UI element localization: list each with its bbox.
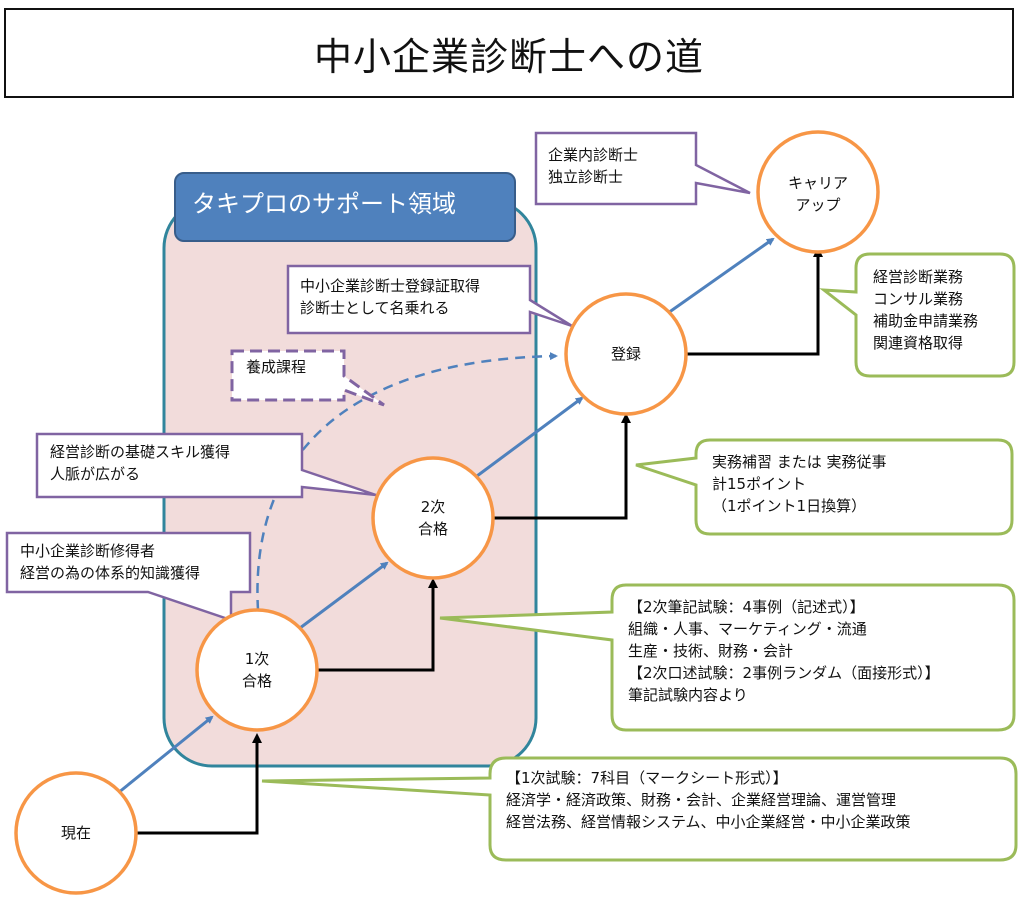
callout-line: 【2次口述試験：2事例ランダム（面接形式）】 (628, 664, 940, 682)
callout-practice (635, 438, 1014, 536)
callout-line: （1ポイント1日換算） (712, 497, 867, 515)
callout-line: 【1次試験：7科目（マークシート形式）】 (506, 769, 788, 787)
callout-line: 筆記試験内容より (628, 686, 748, 704)
page-title: 中小企業診断士への道 (313, 34, 704, 79)
node-label-line: 1次 (244, 650, 270, 668)
callout-training-course-text: 養成課程 (246, 356, 306, 378)
callout-line: 独立診断士 (548, 168, 624, 186)
arrow-registration-to-career (667, 237, 775, 315)
arrow-second-to-registration (476, 396, 584, 478)
callout-registration-info (286, 264, 573, 335)
callout-line: 企業内診断士 (548, 146, 639, 164)
support-area-label: タキプロのサポート領域 (192, 190, 456, 218)
step-current-to-first (137, 733, 262, 835)
callout-line: 関連資格取得 (873, 334, 964, 352)
node-label-line: キャリア (787, 174, 848, 192)
node-label-line: 2次 (420, 498, 446, 516)
callout-second-exam (439, 583, 1016, 732)
callout-career-types (534, 131, 751, 206)
callout-line: 補助金申請業務 (873, 312, 979, 330)
arrow-first-to-second (299, 561, 389, 630)
callout-line: 経済学・経済政策、財務・会計、企業経営理論、運営管理 (506, 791, 897, 809)
step-first-to-second (318, 578, 438, 672)
node-label-line: アップ (795, 196, 841, 214)
callout-second-benefit-text: 経営診断の基礎スキル獲得 人脈が広がる (50, 441, 230, 485)
callout-line: 経営の為の体系的知識獲得 (20, 564, 201, 582)
node-second-pass (371, 456, 495, 580)
step-registration-to-career (686, 247, 823, 356)
callout-line: 養成課程 (246, 358, 307, 376)
node-label-line: 合格 (417, 520, 448, 538)
node-label-line: 登録 (610, 345, 641, 363)
callout-line: コンサル業務 (873, 290, 964, 308)
callout-line: 計15ポイント (712, 475, 807, 493)
callout-practice-text: 実務補習 または 実務従事 計15ポイント （1ポイント1日換算） (712, 451, 887, 517)
callout-first-exam-text: 【1次試験：7科目（マークシート形式）】 経済学・経済政策、財務・会計、企業経営… (506, 767, 911, 833)
callout-line: 経営診断の基礎スキル獲得 (50, 443, 231, 461)
callout-line: 【2次筆記試験：4事例（記述式）】 (628, 598, 865, 616)
callout-line: 実務補習 または 実務従事 (712, 453, 887, 471)
arrow-current-to-first (117, 715, 214, 795)
callout-line: 組織・人事、マーケティング・流通 (628, 620, 867, 638)
callout-first-exam (261, 756, 1018, 862)
callout-first-benefit (5, 531, 252, 622)
training-course-path (256, 352, 558, 611)
callout-career-work-text: 経営診断業務 コンサル業務 補助金申請業務 関連資格取得 (873, 266, 978, 354)
step-second-to-registration (494, 413, 631, 520)
callout-first-benefit-text: 中小企業診断修得者 経営の為の体系的知識獲得 (20, 540, 200, 584)
node-career-up (756, 130, 880, 254)
callout-line: 中小企業診断修得者 (20, 542, 156, 560)
callout-line: 診断士として名乗れる (300, 299, 450, 317)
node-label-line: 合格 (241, 672, 272, 690)
node-registration (564, 292, 688, 416)
node-current (14, 771, 138, 895)
node-second-pass-label: 2次 合格 (393, 496, 473, 540)
callout-career-types-text: 企業内診断士 独立診断士 (548, 144, 638, 188)
node-first-pass (195, 608, 319, 732)
title-box: 中小企業診断士への道 (4, 8, 1014, 98)
support-area-header: タキプロのサポート領域 (174, 172, 516, 242)
callout-line: 生産・技術、財務・会計 (628, 642, 794, 660)
callout-second-benefit (35, 432, 377, 499)
callout-line: 経営法務、経営情報システム、中小企業経営・中小企業政策 (506, 813, 911, 831)
callout-training-course (230, 349, 385, 407)
node-first-pass-label: 1次 合格 (217, 648, 297, 692)
callout-second-exam-text: 【2次筆記試験：4事例（記述式）】 組織・人事、マーケティング・流通 生産・技術… (628, 596, 940, 706)
callout-registration-info-text: 中小企業診断士登録証取得 診断士として名乗れる (300, 275, 480, 319)
callout-line: 中小企業診断士登録証取得 (300, 277, 481, 295)
node-career-up-label: キャリア アップ (768, 172, 868, 216)
callout-career-work (819, 252, 1016, 378)
node-registration-label: 登録 (586, 343, 666, 365)
callout-line: 人脈が広がる (50, 465, 141, 483)
node-current-label: 現在 (36, 822, 116, 844)
node-label-line: 現在 (60, 824, 91, 842)
callout-line: 経営診断業務 (873, 268, 964, 286)
